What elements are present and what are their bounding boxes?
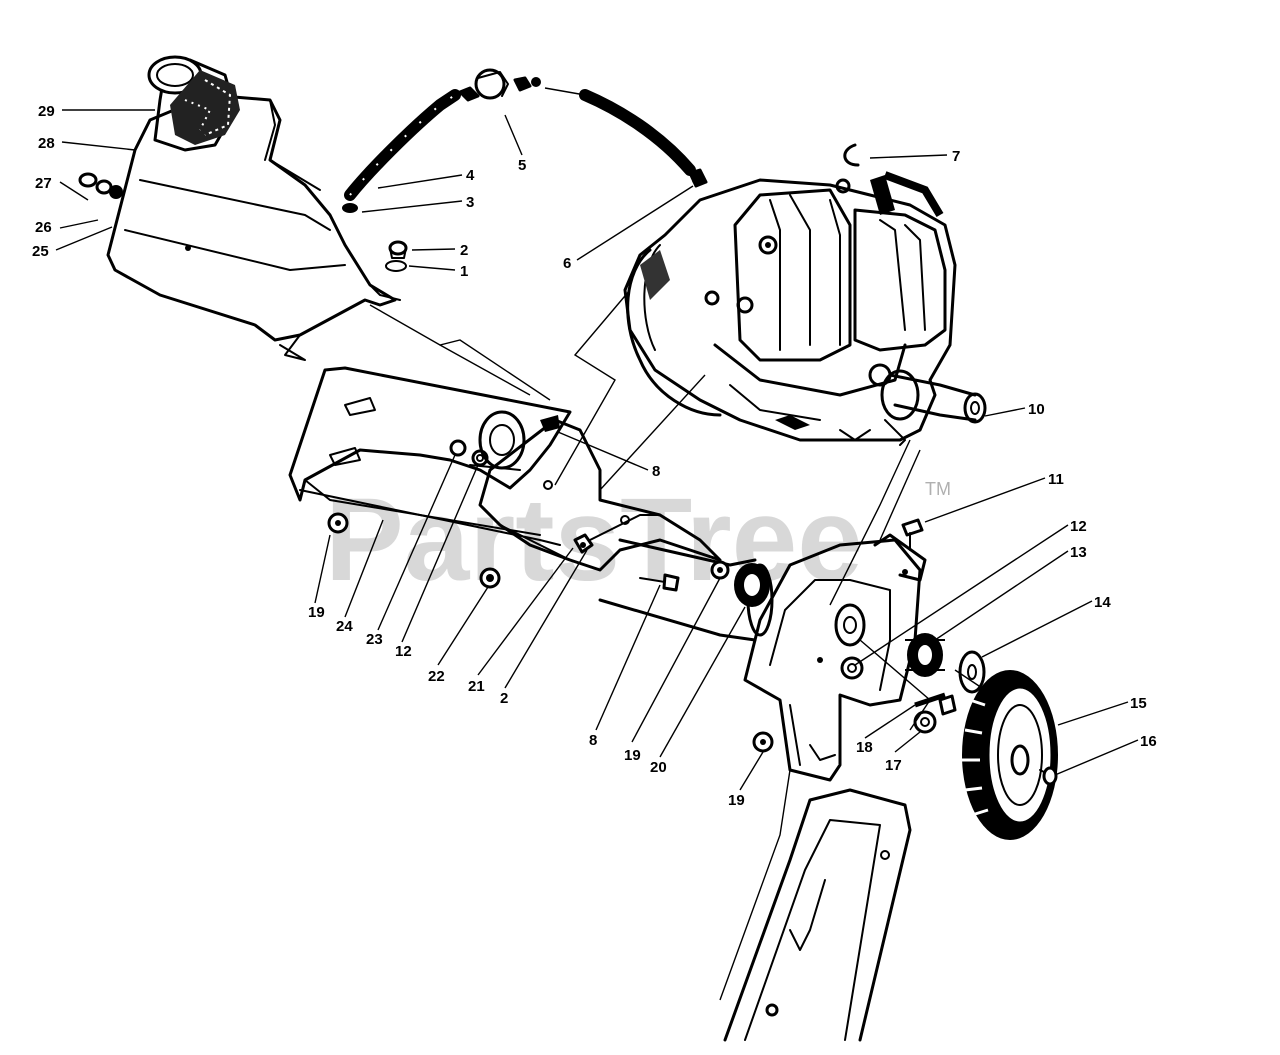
assembly-guide-lines bbox=[369, 289, 1001, 1001]
callout-4: 4 bbox=[466, 167, 475, 184]
callout-25: 25 bbox=[32, 243, 49, 260]
callout-13: 13 bbox=[1070, 544, 1087, 561]
drive-gear bbox=[905, 633, 986, 734]
callout-19-left: 19 bbox=[308, 604, 325, 621]
callout-20: 20 bbox=[650, 759, 667, 776]
clip-part bbox=[843, 143, 860, 167]
watermark-trademark: TM bbox=[925, 479, 951, 499]
callout-19-bottom: 19 bbox=[728, 792, 745, 809]
callout-28: 28 bbox=[38, 135, 55, 152]
engine bbox=[623, 171, 987, 446]
callout-22: 22 bbox=[428, 668, 445, 685]
callout-24: 24 bbox=[336, 618, 353, 635]
callout-11: 11 bbox=[1048, 471, 1064, 488]
callout-29: 29 bbox=[38, 103, 55, 120]
callout-14: 14 bbox=[1094, 594, 1111, 611]
callout-leader-lines bbox=[55, 109, 1139, 791]
fuel-tank bbox=[106, 55, 401, 361]
callout-5: 5 bbox=[518, 157, 526, 174]
tank-fasteners bbox=[78, 172, 123, 199]
callout-12-left: 12 bbox=[395, 643, 412, 660]
callout-18: 18 bbox=[856, 739, 873, 756]
wheel bbox=[962, 670, 1058, 840]
callout-16: 16 bbox=[1140, 733, 1157, 750]
callout-21: 21 bbox=[468, 678, 485, 695]
callout-2-lower: 2 bbox=[500, 690, 508, 707]
callout-7: 7 bbox=[952, 148, 960, 165]
watermark-text: PartsTree bbox=[325, 474, 863, 606]
callout-8-upper: 8 bbox=[652, 463, 660, 480]
axle-tube bbox=[598, 538, 774, 642]
callout-3: 3 bbox=[466, 194, 474, 211]
callout-8-lower: 8 bbox=[589, 732, 597, 749]
callout-15: 15 bbox=[1130, 695, 1147, 712]
callout-26: 26 bbox=[35, 219, 52, 236]
callout-19-mid: 19 bbox=[624, 747, 641, 764]
engine-mount-frame bbox=[288, 366, 722, 589]
callout-6: 6 bbox=[563, 255, 571, 272]
callout-10: 10 bbox=[1028, 401, 1045, 418]
callout-27: 27 bbox=[35, 175, 52, 192]
callout-labels: 29 28 27 26 25 4 3 5 2 1 6 7 10 8 11 12 … bbox=[32, 103, 1157, 809]
handle bbox=[723, 788, 912, 1042]
tank-fitting bbox=[385, 240, 408, 272]
callout-2-upper: 2 bbox=[460, 242, 468, 259]
fuel-line bbox=[342, 68, 708, 213]
callout-1: 1 bbox=[460, 263, 468, 280]
callout-17: 17 bbox=[885, 757, 902, 774]
callout-12-right: 12 bbox=[1070, 518, 1087, 535]
callout-23: 23 bbox=[366, 631, 383, 648]
